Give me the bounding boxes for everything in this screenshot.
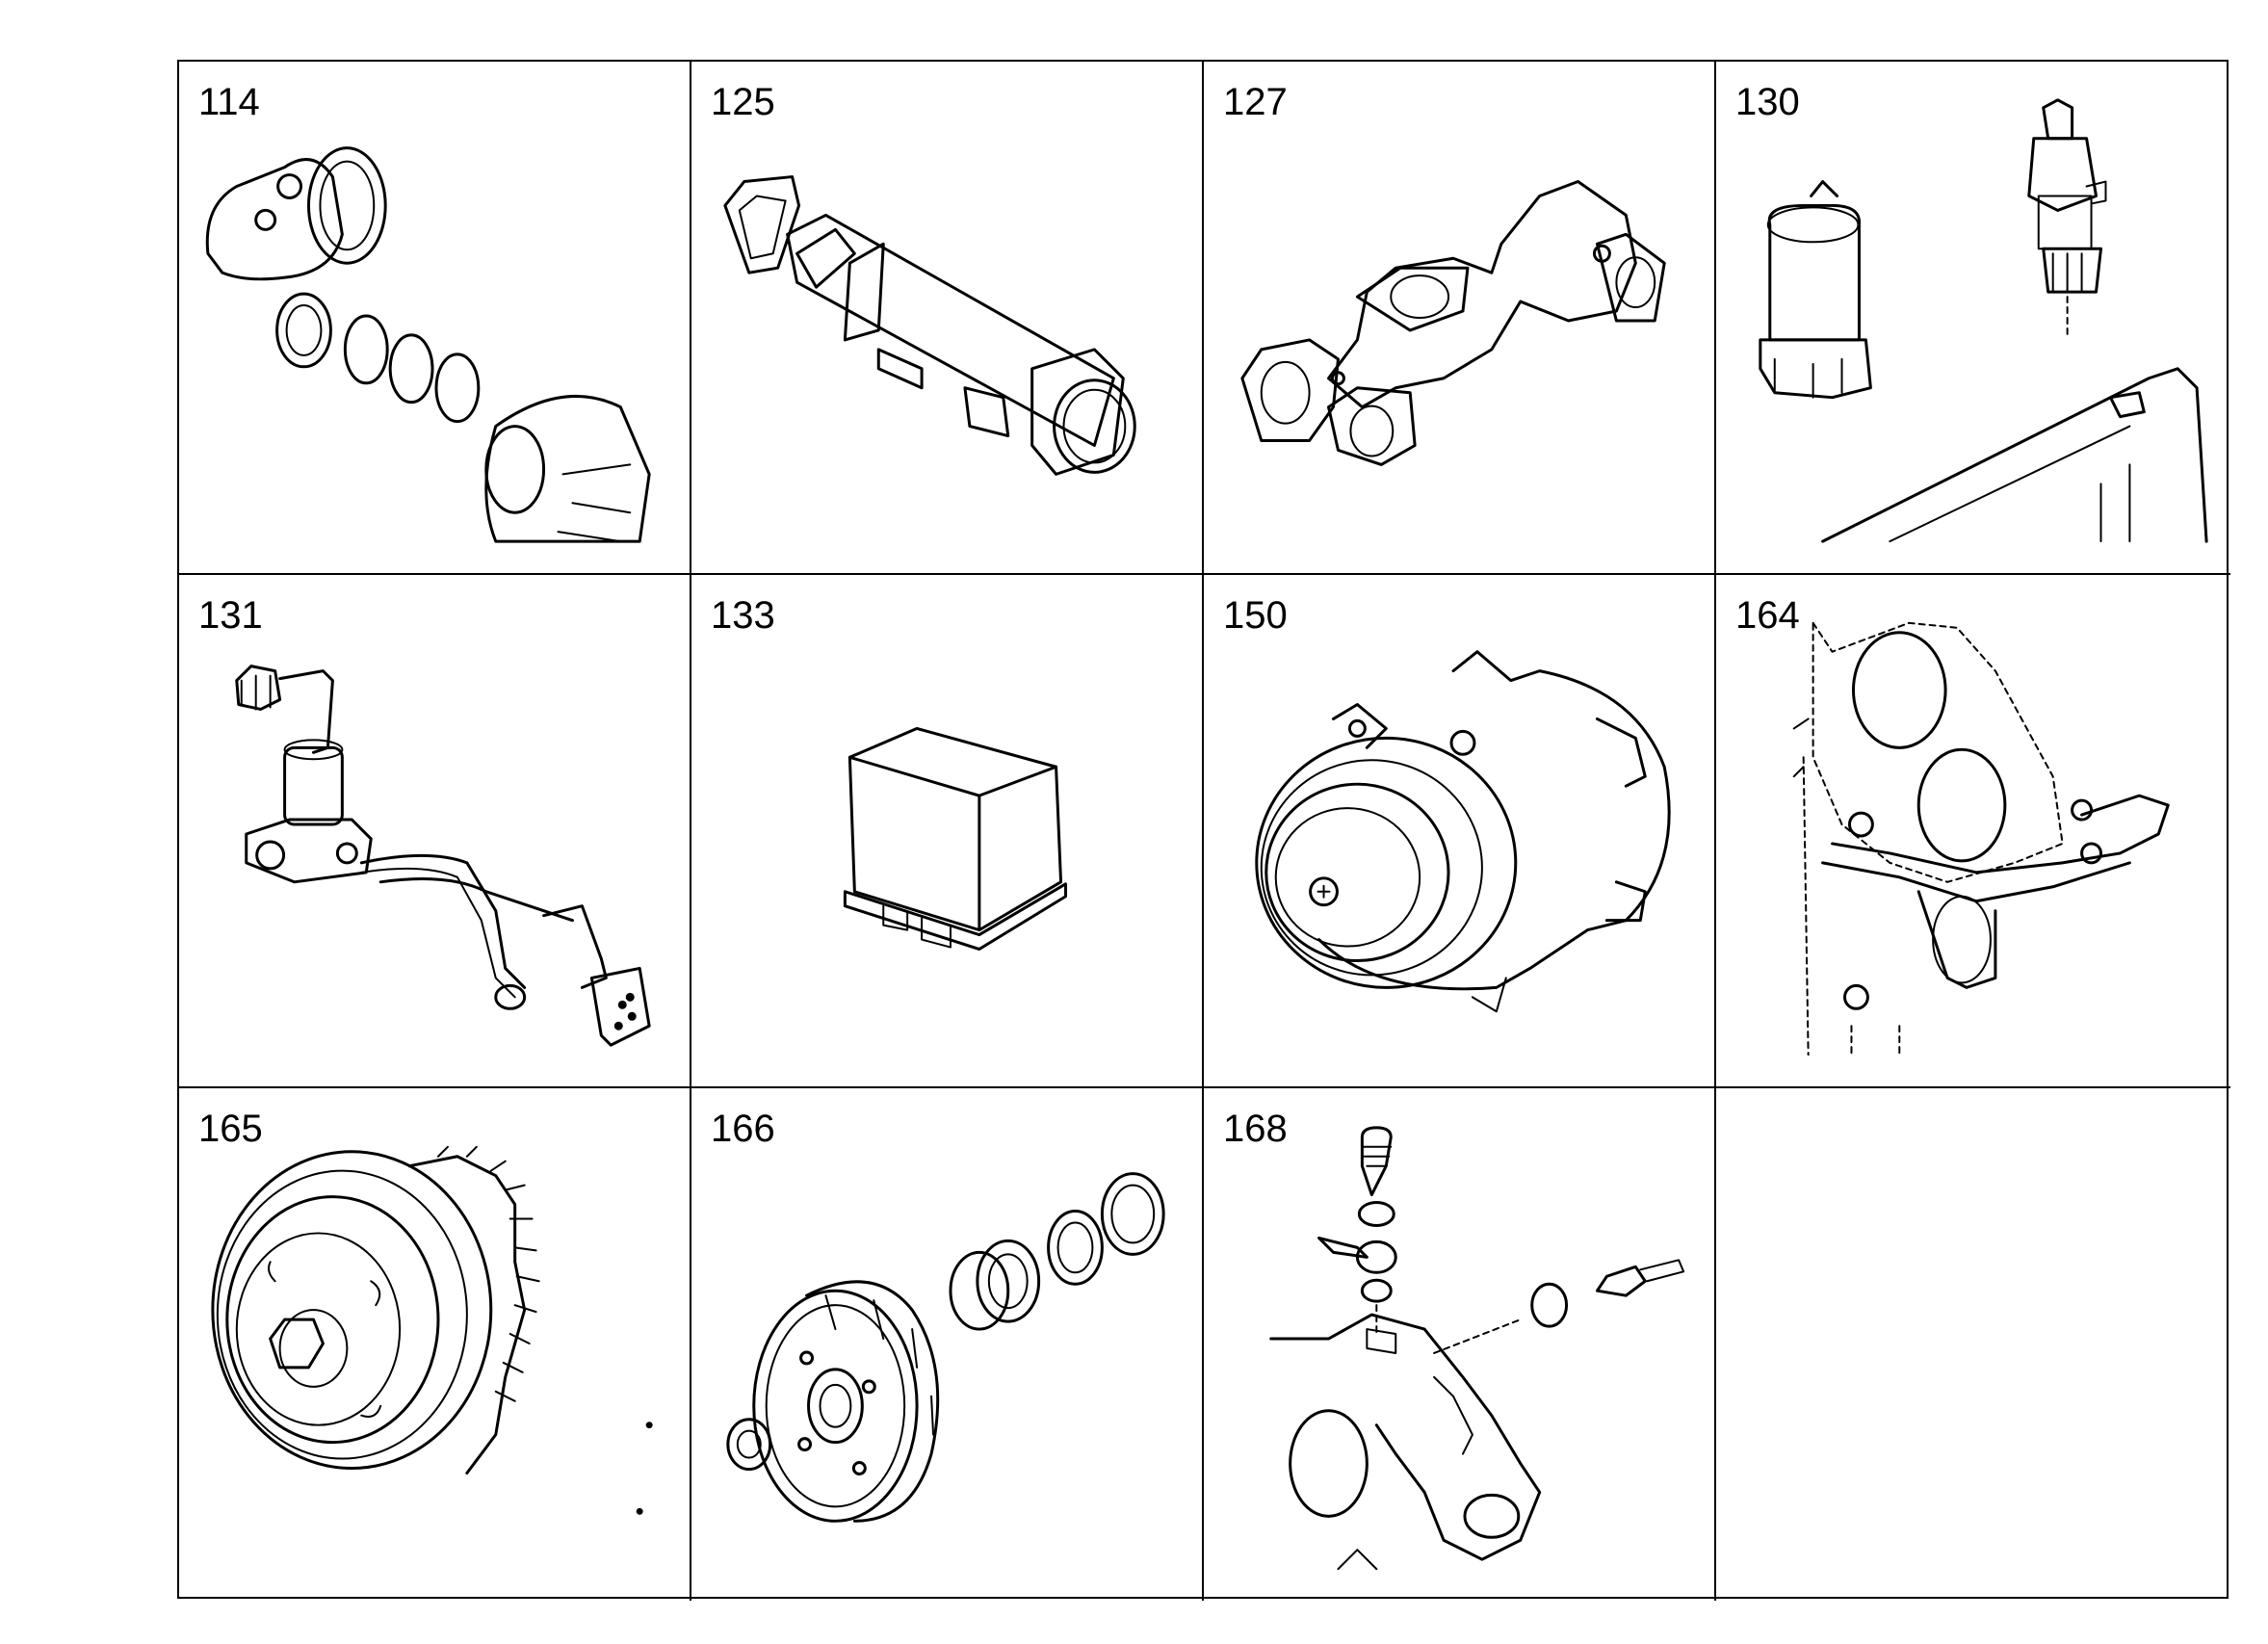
solenoid-valve-icon: [235, 665, 651, 1047]
panel-number: 150: [1223, 594, 1288, 637]
panel-166[interactable]: 166: [691, 1088, 1204, 1601]
panel-number: 130: [1735, 81, 1800, 123]
fan-clutch-icon: [211, 1145, 653, 1515]
panel-133[interactable]: 133: [691, 575, 1204, 1088]
panel-number: 168: [1223, 1108, 1288, 1150]
parts-grid: 114 125: [177, 60, 2230, 1601]
panel-150[interactable]: 150: [1204, 575, 1716, 1088]
ac-compressor-icon: [1255, 650, 1671, 1013]
exhaust-manifold-icon: [1240, 180, 1666, 466]
egr-cooler-icon: [723, 175, 1136, 476]
panel-165[interactable]: 165: [179, 1088, 691, 1601]
panel-114[interactable]: 114: [179, 62, 691, 575]
panel-number: 125: [711, 81, 775, 123]
panel-number: 133: [711, 594, 775, 637]
panel-131[interactable]: 131: [179, 575, 691, 1088]
turbo-outlet-icon: [205, 146, 651, 543]
panel-168[interactable]: 168: [1204, 1088, 1716, 1601]
banjo-fitting-icon: [1269, 1126, 1685, 1571]
panel-127[interactable]: 127: [1204, 62, 1716, 575]
panel-number: 165: [198, 1108, 263, 1150]
panel-number: 127: [1223, 81, 1288, 123]
sensor-and-valve-icon: [1759, 98, 2208, 543]
pulley-bearings-icon: [726, 1172, 1165, 1523]
panel-number: 164: [1735, 594, 1800, 637]
engine-bracket-icon: [1792, 621, 2170, 1057]
panel-empty: [1716, 1088, 2230, 1601]
panel-number: 114: [198, 81, 260, 123]
panel-number: 131: [198, 594, 263, 637]
panel-125[interactable]: 125: [691, 62, 1204, 575]
panel-130[interactable]: 130: [1716, 62, 2230, 575]
panel-164[interactable]: 164: [1716, 575, 2230, 1088]
panel-number: 166: [711, 1108, 775, 1150]
relay-box-icon: [843, 726, 1068, 952]
